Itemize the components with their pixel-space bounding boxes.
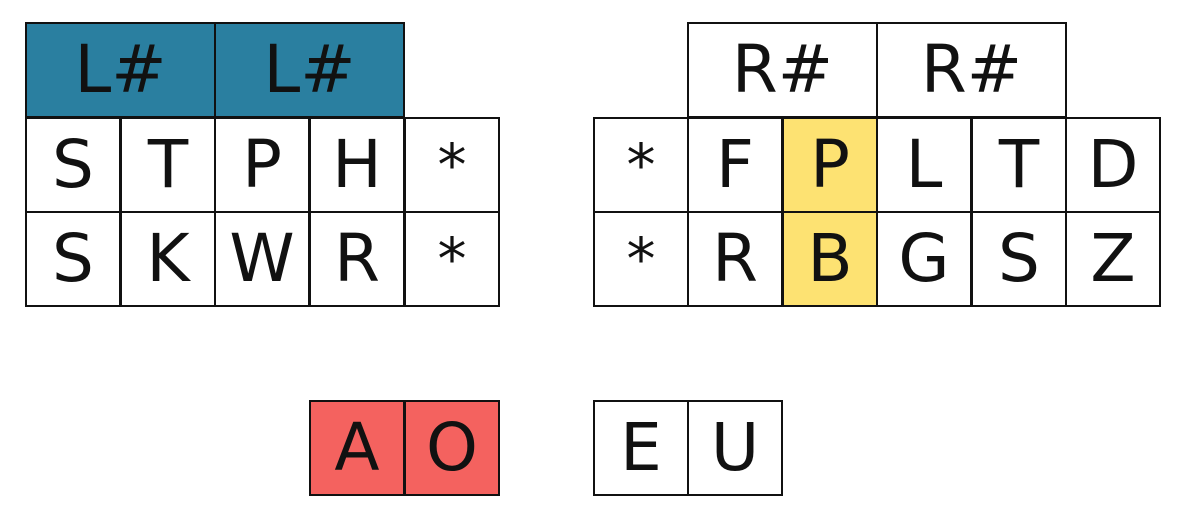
key-left-bottom-k[interactable]: K <box>120 211 216 307</box>
key-vowel-e[interactable]: E <box>593 400 689 496</box>
key-left-top-h[interactable]: H <box>309 117 405 213</box>
key-left-top-t[interactable]: T <box>120 117 216 213</box>
key-right-top-l[interactable]: L <box>876 117 972 213</box>
key-right-top-t[interactable]: T <box>971 117 1067 213</box>
key-left-bottom-r[interactable]: R <box>309 211 405 307</box>
key-right-bottom-g[interactable]: G <box>876 211 972 307</box>
key-left-number-1[interactable]: L# <box>25 22 216 118</box>
key-right-bottom-s[interactable]: S <box>971 211 1067 307</box>
key-left-top-p[interactable]: P <box>214 117 310 213</box>
key-vowel-a[interactable]: A <box>309 400 405 496</box>
key-vowel-u[interactable]: U <box>687 400 783 496</box>
key-right-top-f[interactable]: F <box>687 117 783 213</box>
key-left-number-2[interactable]: L# <box>214 22 405 118</box>
key-right-top-p[interactable]: P <box>782 117 878 213</box>
key-right-number-1[interactable]: R# <box>687 22 878 118</box>
key-right-bottom-z[interactable]: Z <box>1065 211 1161 307</box>
key-right-bottom-r[interactable]: R <box>687 211 783 307</box>
key-right-bottom-asterisk[interactable]: * <box>593 211 689 307</box>
key-left-top-s[interactable]: S <box>25 117 121 213</box>
key-right-top-d[interactable]: D <box>1065 117 1161 213</box>
key-left-bottom-w[interactable]: W <box>214 211 310 307</box>
key-left-top-asterisk[interactable]: * <box>404 117 500 213</box>
key-vowel-o[interactable]: O <box>404 400 500 496</box>
key-right-top-asterisk[interactable]: * <box>593 117 689 213</box>
key-left-bottom-s[interactable]: S <box>25 211 121 307</box>
key-right-number-2[interactable]: R# <box>876 22 1067 118</box>
key-left-bottom-asterisk[interactable]: * <box>404 211 500 307</box>
key-right-bottom-b[interactable]: B <box>782 211 878 307</box>
